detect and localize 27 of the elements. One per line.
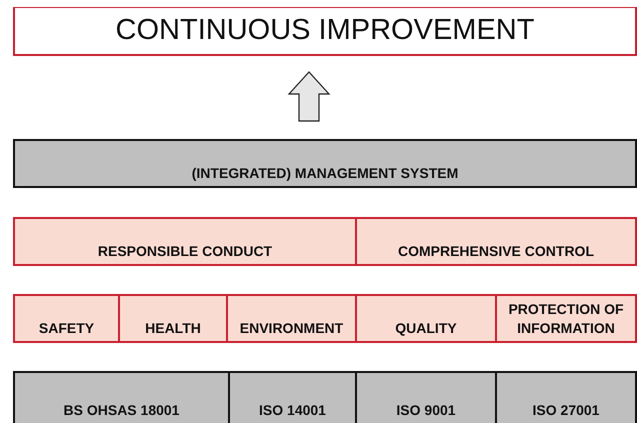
cell-label: RESPONSIBLE CONDUCT: [98, 242, 272, 261]
cell-label: BS OHSAS 18001: [64, 401, 180, 420]
block-arrow: [288, 71, 330, 122]
category-cell: [13, 217, 357, 266]
category-cell: [355, 294, 497, 343]
standard-cell: [228, 371, 357, 423]
category-cell: [13, 294, 120, 343]
system-bar: [13, 139, 637, 188]
goal-box: [13, 7, 637, 56]
cell-label: COMPREHENSIVE CONTROL: [398, 242, 594, 261]
standard-cell: [355, 371, 497, 423]
cell-label: QUALITY: [395, 319, 457, 338]
standard-cell: [495, 371, 637, 423]
category-cell: [355, 217, 637, 266]
cell-label: SAFETY: [38, 319, 94, 338]
cell-label: ISO 27001: [532, 401, 600, 420]
category-cell: [118, 294, 228, 343]
category-cell: [495, 294, 637, 343]
cell-label: ISO 14001: [259, 401, 326, 420]
standard-cell: [13, 371, 230, 423]
cell-label: HEALTH: [145, 319, 201, 338]
cell-label: ISO 9001: [396, 401, 456, 420]
heading: CONTINUOUS IMPROVEMENT: [116, 12, 534, 46]
cell-label: (INTEGRATED) MANAGEMENT SYSTEM: [192, 164, 458, 183]
category-cell: [226, 294, 357, 343]
cell-label: PROTECTION OF INFORMATION: [507, 300, 625, 338]
cell-label: ENVIRONMENT: [240, 319, 344, 338]
